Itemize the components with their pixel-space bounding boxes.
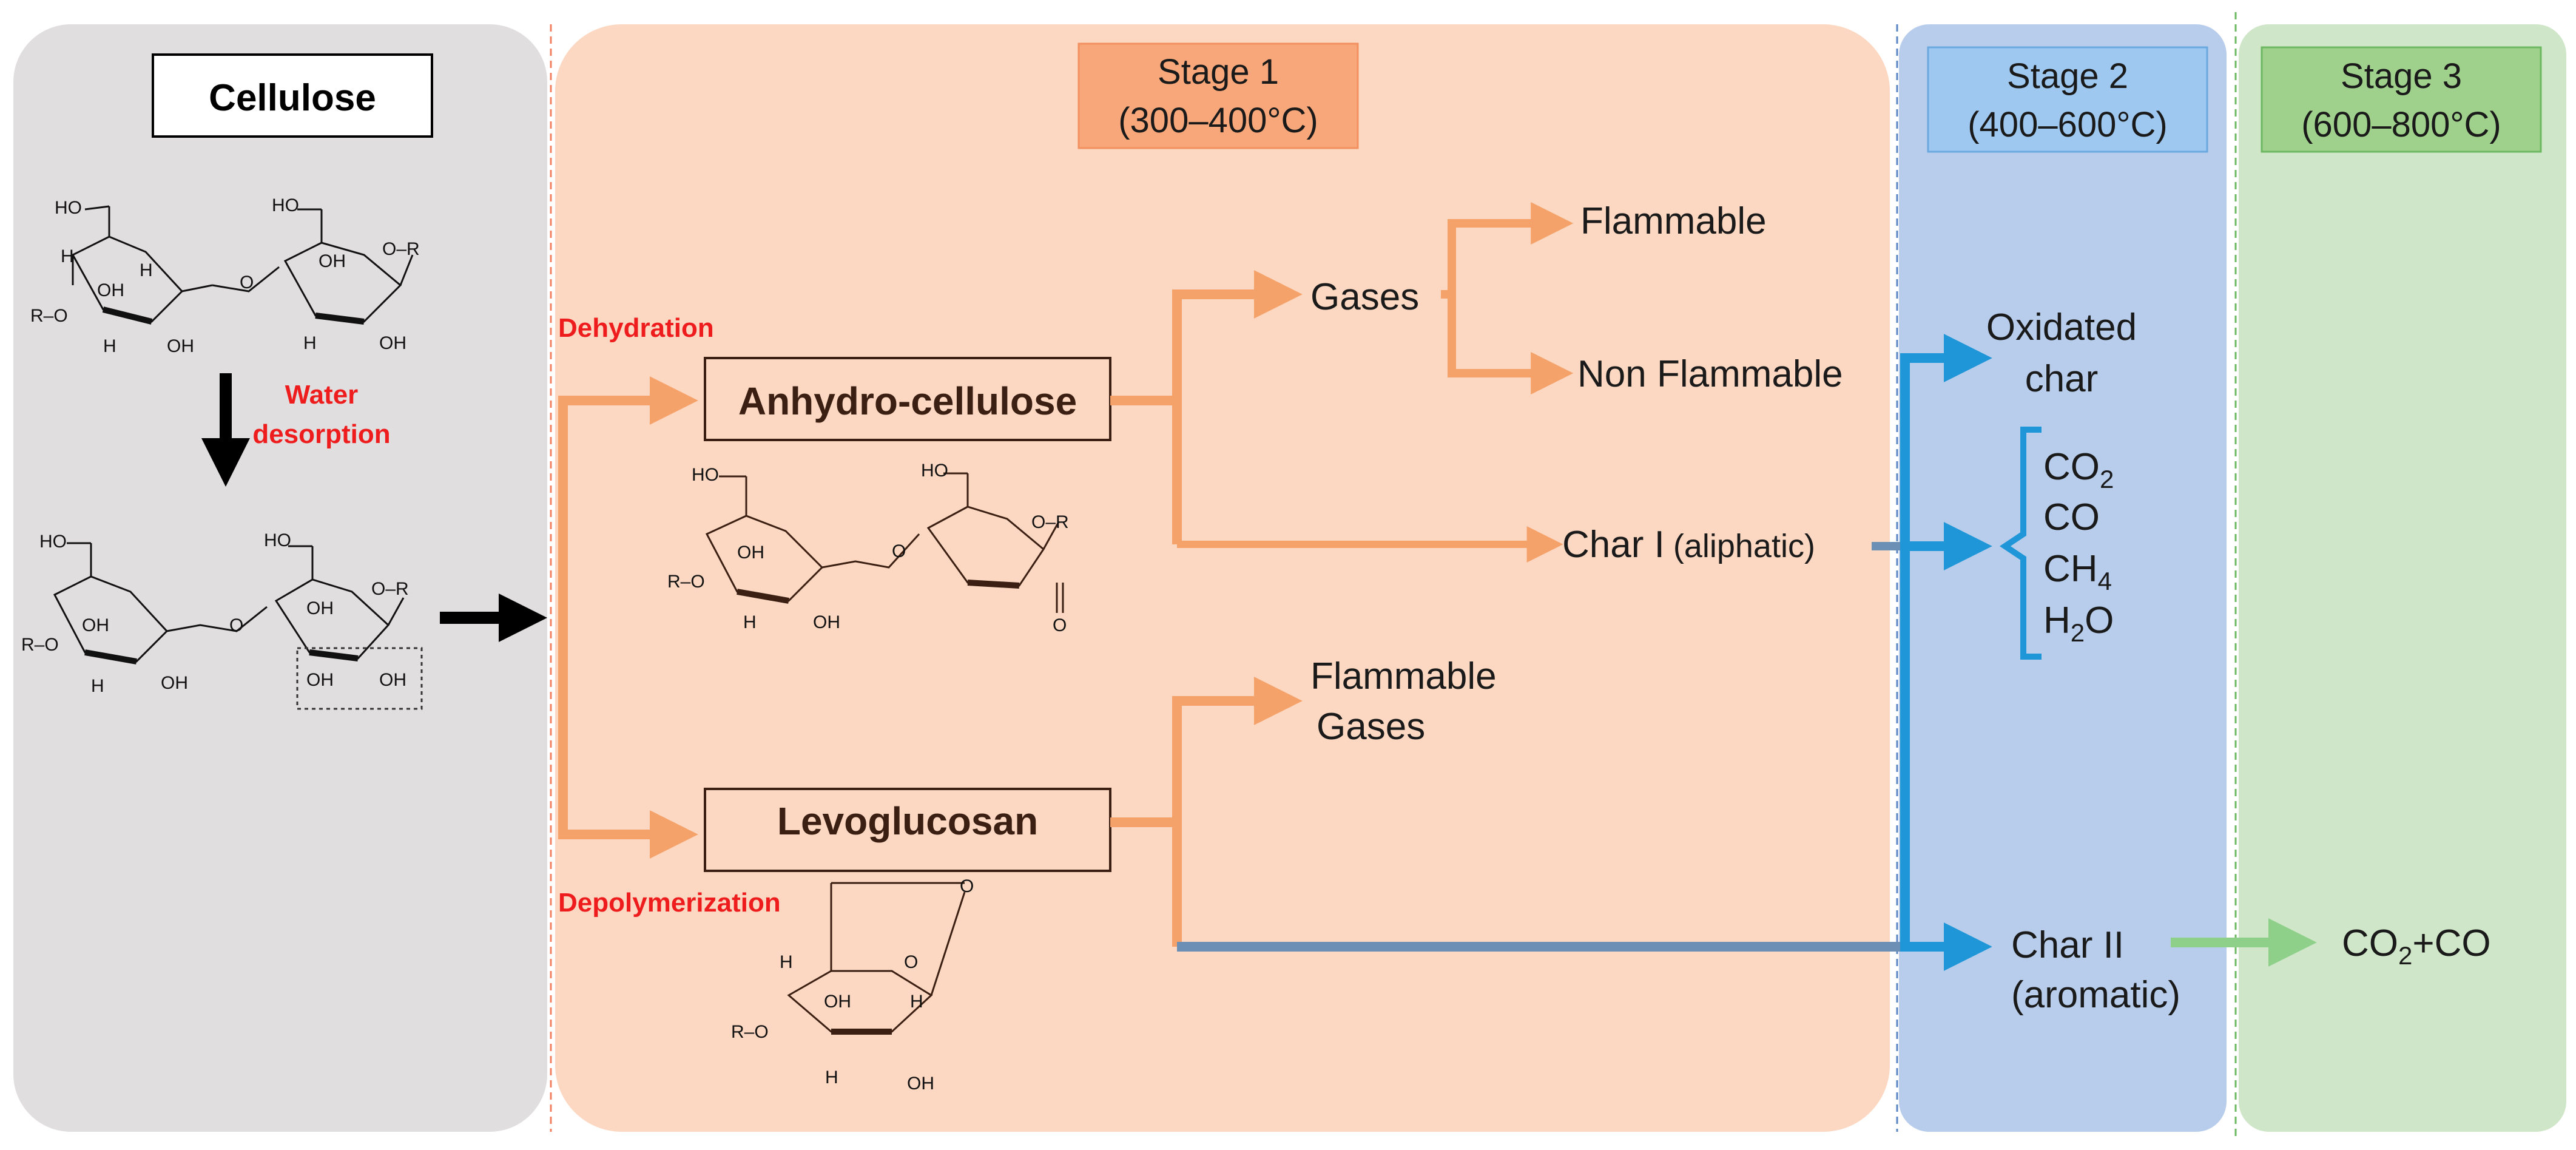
stage1-range: (300–400°C) [1118,101,1318,140]
levoglucosan-label: Levoglucosan [777,799,1038,843]
anhydro-cellulose-labels: HO OH R–O H OH O HO O–R O [667,461,1069,635]
stage2-title: Stage 2 [2007,56,2128,96]
svg-text:OH: OH [82,615,109,635]
flammable-gases-label-2: Gases [1317,706,1425,748]
svg-text:O: O [892,541,906,561]
svg-text:H: H [743,612,757,632]
svg-text:O: O [904,952,918,972]
svg-text:HO: HO [39,532,67,552]
svg-text:R–O: R–O [731,1022,769,1042]
svg-text:OH: OH [907,1074,934,1094]
gases-label: Gases [1310,276,1419,318]
levoglucosan-structure [787,882,966,1035]
flammable-label: Flammable [1580,200,1767,242]
svg-text:OH: OH [97,280,124,300]
svg-text:O: O [1053,615,1067,635]
dehydrated-cellulose-labels: HO OH R–O H OH O HO O–R OH OH OH [21,530,409,696]
stage1-title: Stage 1 [1158,52,1279,92]
cellulose-title: Cellulose [209,77,376,119]
stage1-panel [555,24,1890,1132]
cellulose-title-box: Cellulose [152,53,433,138]
water-desorption-label-1: Water [285,380,359,410]
product-co2: CO2 [2043,446,2114,493]
svg-text:R–O: R–O [21,635,59,655]
svg-text:R–O: R–O [667,572,705,592]
stage2-panel [1899,24,2227,1132]
stage3-panel [2239,24,2566,1132]
svg-text:OH: OH [306,598,334,618]
char2-label-2: (aromatic) [2011,974,2180,1016]
svg-text:OH: OH [379,670,406,690]
stage3-range: (600–800°C) [2301,105,2501,144]
stage2-header: Stage 2 (400–600°C) [1927,46,2208,153]
water-desorption-label-2: desorption [252,419,390,449]
svg-text:OH: OH [737,543,764,563]
stage3-header: Stage 3 (600–800°C) [2261,46,2542,153]
cellulose-structure [71,205,414,325]
svg-text:R–O: R–O [30,306,68,326]
svg-text:HO: HO [692,465,719,485]
svg-text:OH: OH [813,612,840,632]
svg-text:HO: HO [264,530,291,550]
anhydro-cellulose-box: Anhydro-cellulose [704,357,1111,441]
svg-text:H: H [303,333,317,353]
svg-text:O–R: O–R [382,239,420,259]
svg-text:OH: OH [319,251,346,271]
svg-text:O: O [960,876,974,896]
svg-text:O: O [229,615,243,635]
levoglucosan-box: Levoglucosan [704,788,1111,872]
svg-text:H: H [910,992,923,1012]
svg-text:H: H [825,1067,838,1087]
svg-text:OH: OH [161,673,188,693]
stage2-products: CO2 CO CH4 H2O [2043,446,2114,647]
svg-text:OH: OH [167,336,194,356]
char2-label-1: Char II [2011,924,2124,966]
product-h2o: H2O [2043,600,2114,647]
dehydrated-cellulose-structure [53,542,423,710]
cellulose-panel [13,24,547,1132]
levoglucosan-labels: O O OH R–O H OH H H [731,876,974,1094]
svg-text:H: H [61,246,74,266]
anhydro-cellulose-label: Anhydro-cellulose [738,379,1077,423]
svg-text:H: H [140,260,153,280]
non-flammable-label: Non Flammable [1577,353,1843,395]
svg-text:HO: HO [272,195,299,215]
stage2-range: (400–600°C) [1967,105,2168,144]
svg-text:O–R: O–R [371,579,409,599]
stage3-product: CO2+CO [2342,922,2491,970]
char1-label: Char I(aliphatic) [1562,524,1815,566]
oxidated-char-label-1: Oxidated [1986,306,2137,348]
flammable-gases-label-1: Flammable [1310,655,1497,697]
product-co: CO [2043,496,2100,538]
svg-text:H: H [780,952,793,972]
svg-text:HO: HO [921,461,948,481]
products-bracket [1999,427,2042,660]
stage1-header: Stage 1 (300–400°C) [1077,42,1359,149]
cellulose-structure-labels: HO H OH H H OH R–O O HO O–R OH OH H [30,195,420,356]
product-ch4: CH4 [2043,548,2112,595]
svg-text:H: H [91,676,104,696]
svg-text:HO: HO [55,198,82,218]
svg-text:OH: OH [824,992,851,1012]
dehydration-label: Dehydration [558,313,714,343]
svg-text:H: H [103,336,116,356]
svg-text:O: O [240,272,254,293]
anhydro-cellulose-structure [705,472,1064,613]
stage3-title: Stage 3 [2341,56,2462,96]
oxidated-char-label-2: char [2025,358,2099,400]
svg-text:OH: OH [306,670,334,690]
svg-text:OH: OH [379,333,406,353]
depolymerization-label: Depolymerization [558,888,781,918]
svg-text:O–R: O–R [1031,512,1069,532]
